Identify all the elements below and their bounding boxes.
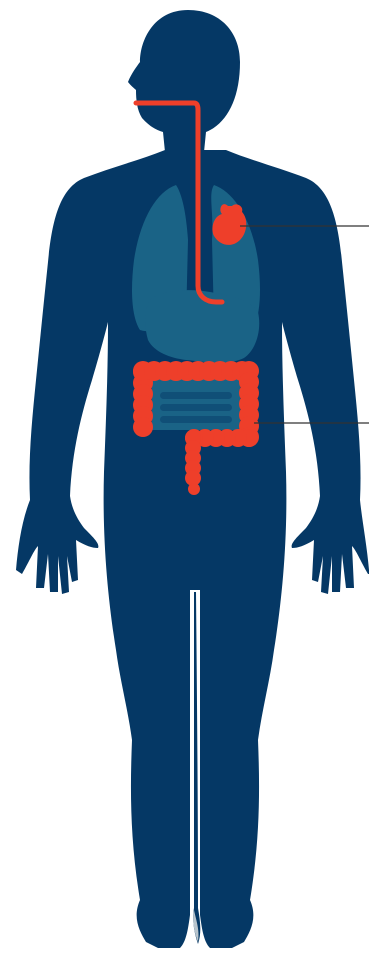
leg-gap [193,592,200,944]
intestine-fold [160,416,232,423]
small-intestine-loops [160,392,232,423]
intestine-fold [160,392,232,399]
colon-segment [133,417,153,437]
intestine-fold [160,404,232,411]
torso [16,150,369,948]
colon-segment [188,483,200,495]
head [128,10,240,152]
stomach [145,290,259,363]
